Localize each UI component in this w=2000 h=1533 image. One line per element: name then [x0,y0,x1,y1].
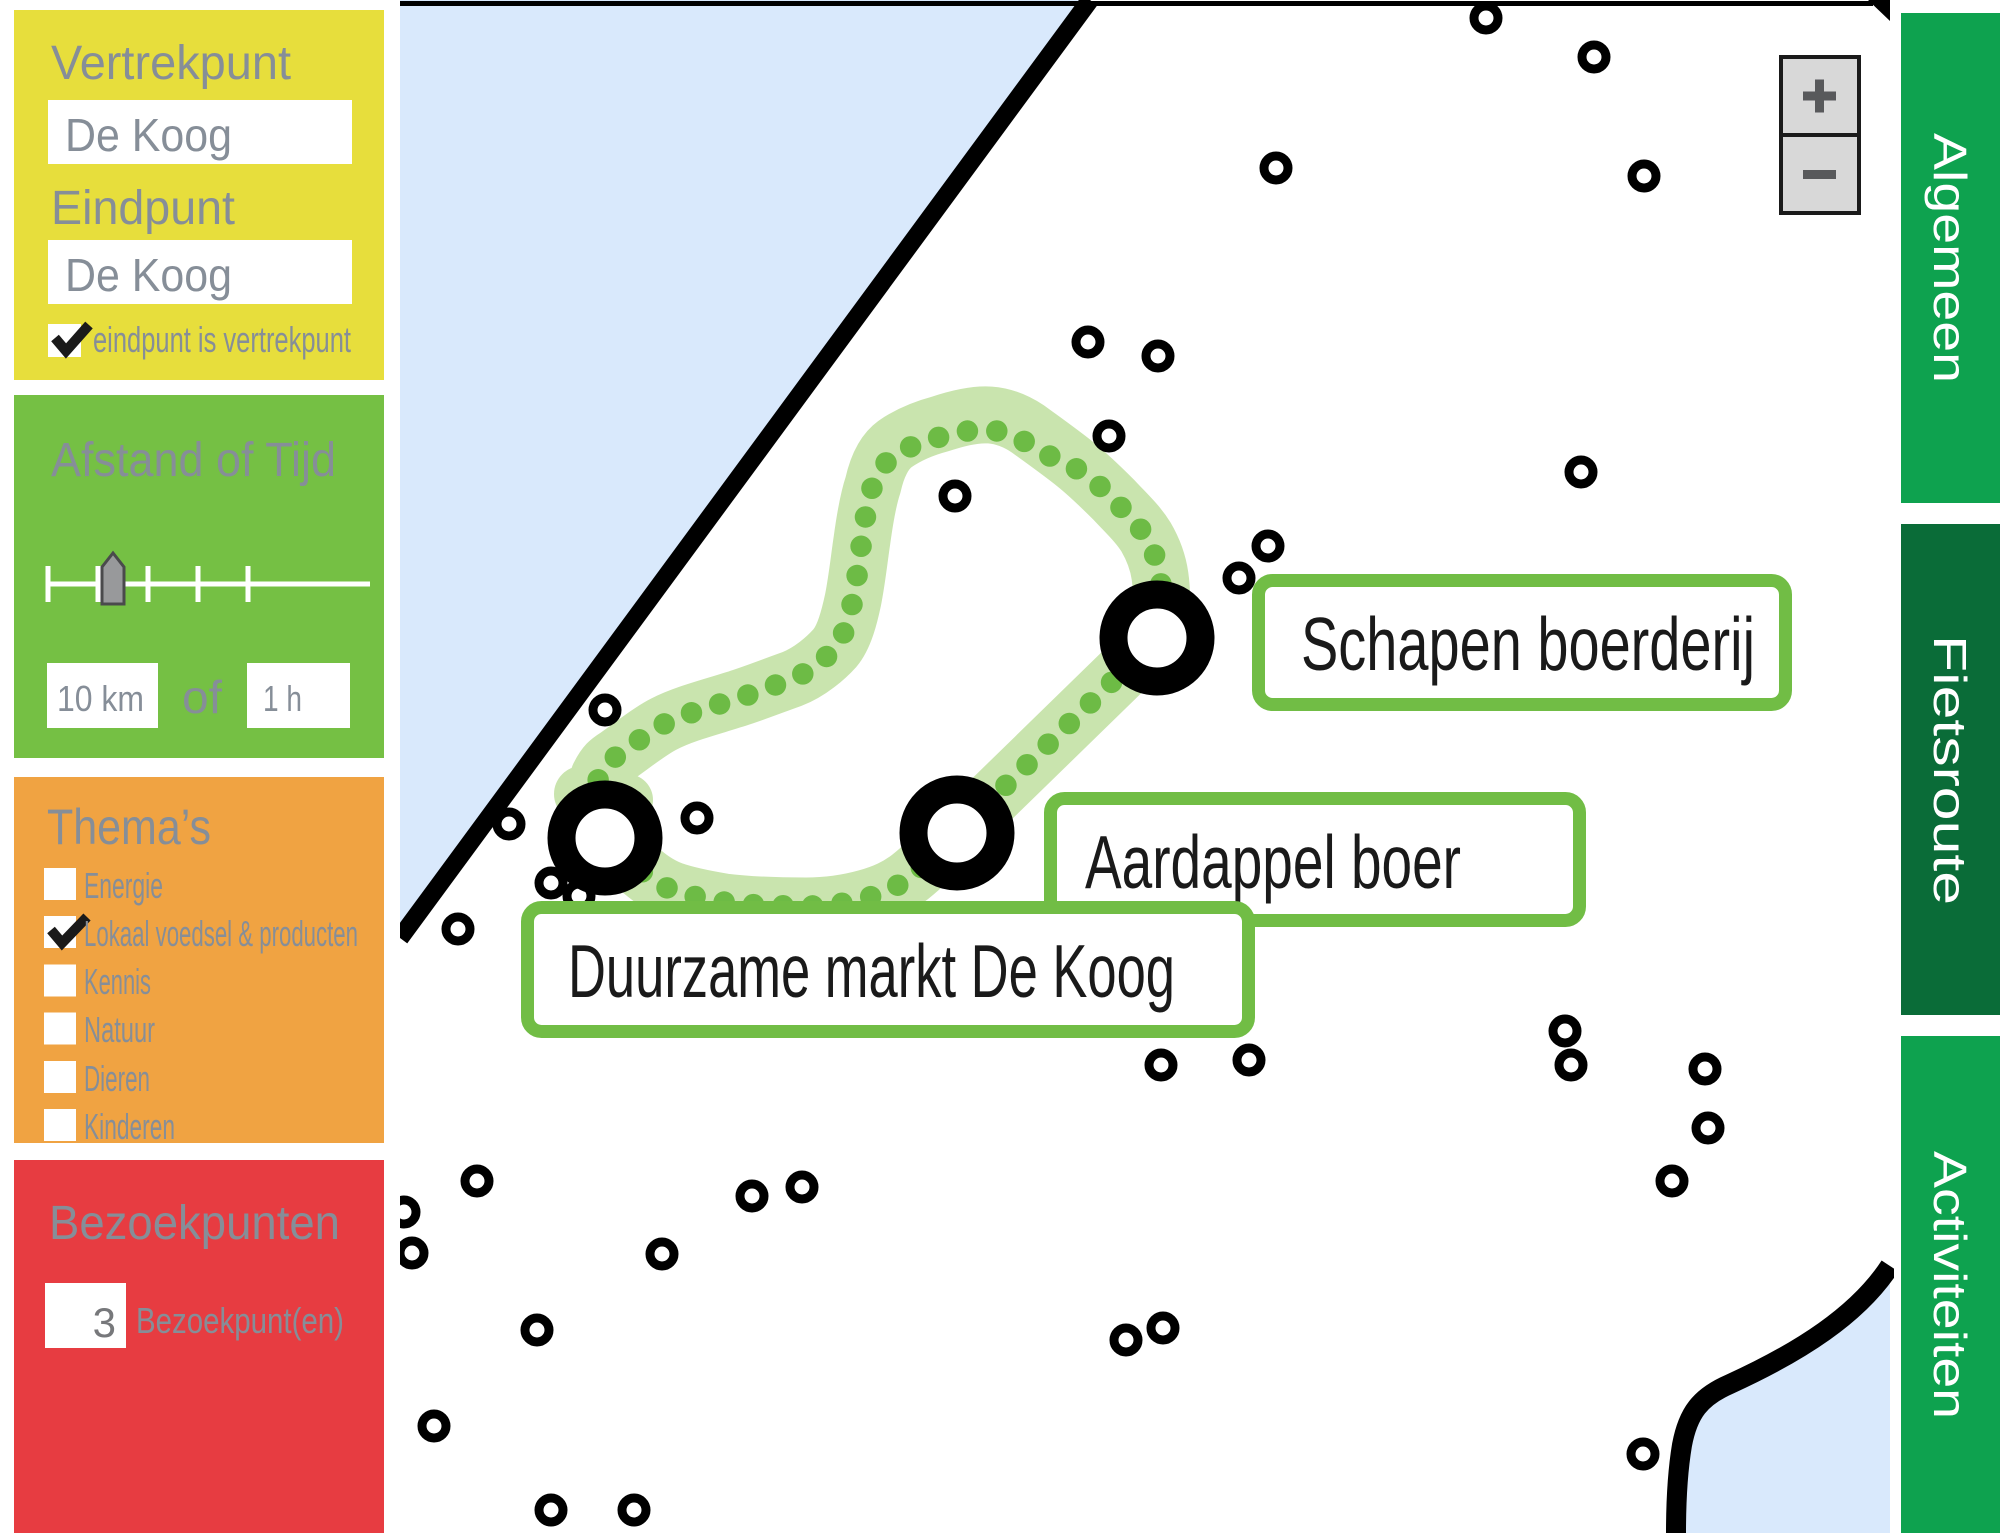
svg-text:3: 3 [93,1299,116,1346]
svg-text:Natuur: Natuur [84,1009,155,1050]
svg-text:Eindpunt: Eindpunt [51,182,235,235]
svg-text:10 km: 10 km [57,678,144,719]
svg-text:Duurzame markt De Koog: Duurzame markt De Koog [568,929,1175,1013]
svg-text:eindpunt is vertrekpunt: eindpunt is vertrekpunt [93,319,351,360]
svg-text:Dieren: Dieren [84,1058,150,1099]
svg-text:Afstand of Tijd: Afstand of Tijd [51,434,336,487]
svg-text:Vertrekpunt: Vertrekpunt [51,37,291,90]
svg-text:Schapen boerderij: Schapen boerderij [1301,602,1755,686]
svg-text:Kinderen: Kinderen [84,1106,175,1147]
svg-text:Aardappel boer: Aardappel boer [1085,820,1461,904]
svg-text:Lokaal voedsel & producten: Lokaal voedsel & producten [84,913,358,954]
svg-text:Bezoekpunten: Bezoekpunten [49,1197,340,1250]
svg-text:Bezoekpunt(en): Bezoekpunt(en) [136,1300,344,1341]
svg-text:De Koog: De Koog [65,249,232,301]
svg-text:Thema’s: Thema’s [47,799,211,855]
svg-text:1 h: 1 h [263,678,302,719]
svg-text:Fietsroute: Fietsroute [1924,635,1976,905]
svg-text:of: of [182,671,222,723]
svg-text:Algemeen: Algemeen [1924,133,1976,383]
svg-text:De Koog: De Koog [65,109,232,161]
svg-text:Kennis: Kennis [84,961,151,1002]
svg-text:Activiteiten: Activiteiten [1924,1151,1976,1419]
svg-text:Energie: Energie [84,865,163,906]
